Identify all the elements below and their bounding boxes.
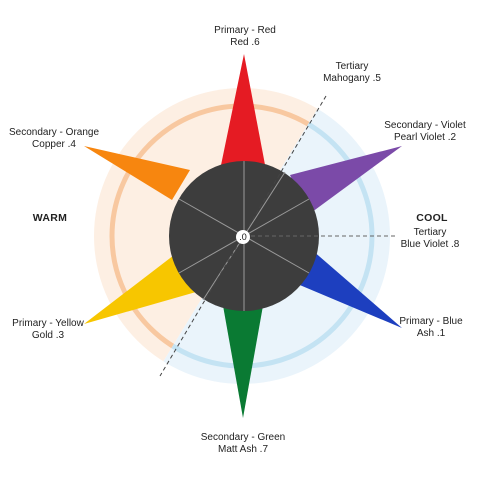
label-primary-red: Primary - Red Red .6 <box>214 25 276 48</box>
yellow-spike <box>84 252 196 324</box>
label-tertiary-blue-violet: Tertiary Blue Violet .8 <box>400 227 460 250</box>
orange-spike <box>84 146 190 200</box>
label-primary-yellow: Primary - Yellow Gold .3 <box>12 318 84 341</box>
blue-spike <box>295 250 402 328</box>
warm-label: WARM <box>32 212 68 224</box>
label-tertiary-mahogany: Tertiary Mahogany .5 <box>323 61 381 84</box>
red-spike <box>220 54 266 170</box>
green-spike <box>222 300 264 418</box>
center-value: .0 <box>236 230 250 244</box>
label-secondary-violet: Secondary - Violet Pearl Violet .2 <box>384 120 466 143</box>
violet-spike <box>290 146 402 215</box>
label-primary-blue: Primary - Blue Ash .1 <box>399 316 463 339</box>
cool-label: COOL <box>416 212 448 224</box>
label-secondary-orange: Secondary - Orange Copper .4 <box>8 127 100 150</box>
label-secondary-green: Secondary - Green Matt Ash .7 <box>200 432 286 455</box>
